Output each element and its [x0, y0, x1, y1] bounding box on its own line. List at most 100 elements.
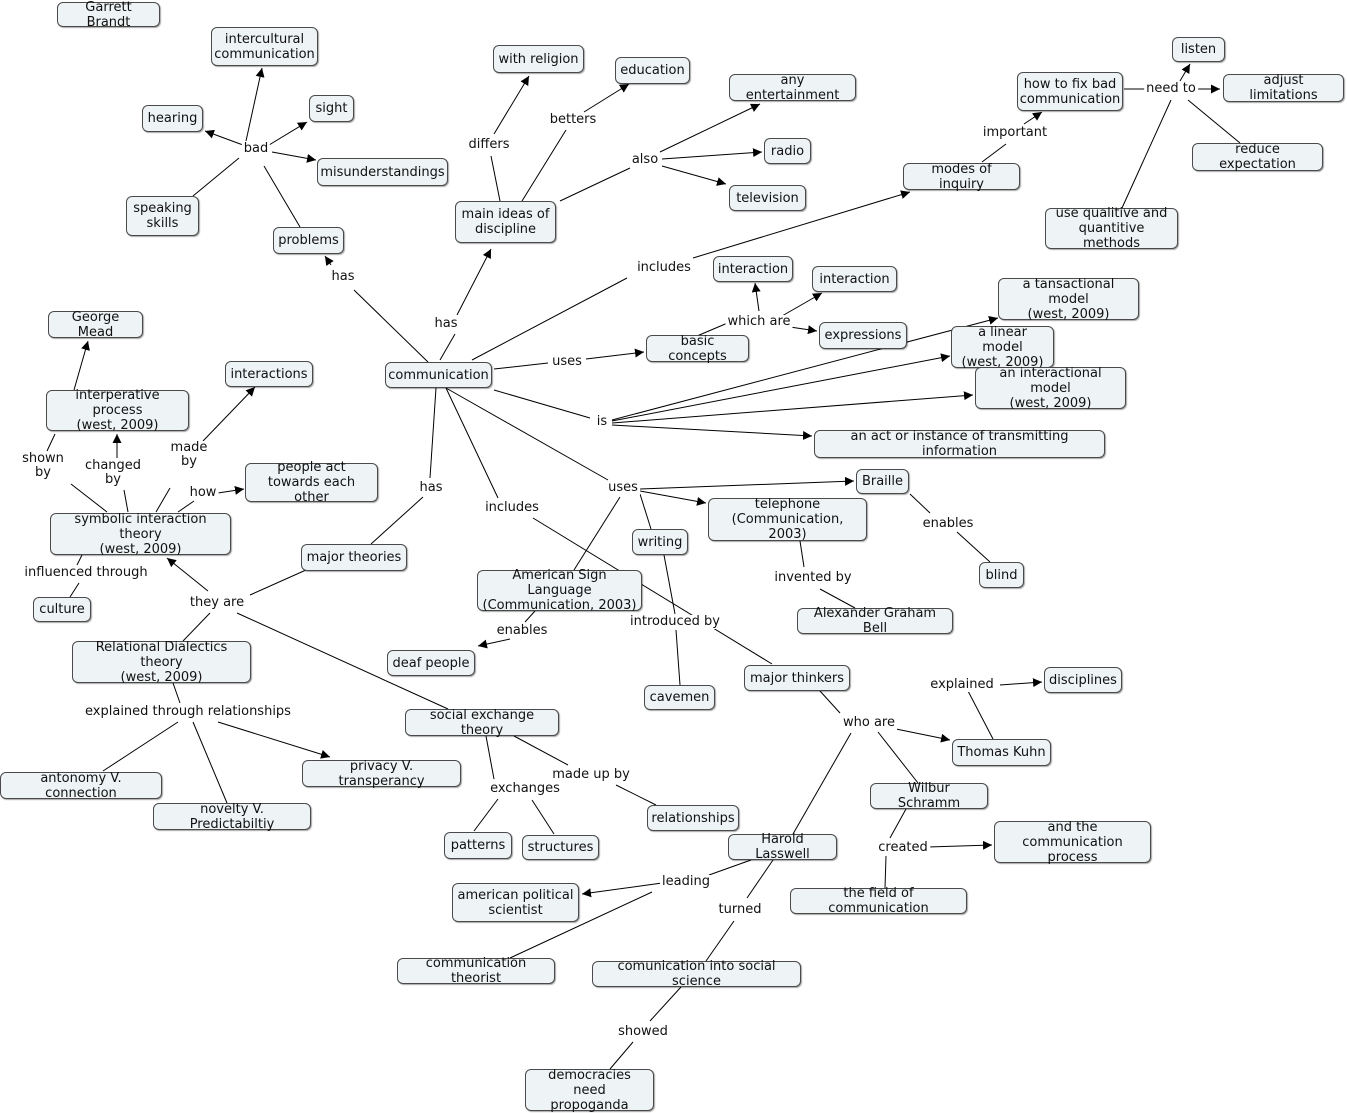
connector-line [967, 690, 994, 740]
node-george-mead[interactable]: George Mead [48, 310, 143, 340]
connector-line [884, 855, 887, 889]
node-field-of-communication[interactable]: the field of communication [790, 886, 967, 916]
node-expressions[interactable]: expressions [819, 322, 907, 349]
link-made-up-by: made up by [550, 767, 632, 782]
node-cavemen[interactable]: cavemen [644, 685, 715, 710]
node-blind[interactable]: blind [979, 562, 1024, 588]
connector-arrow [999, 678, 1043, 688]
node-american-political-scientist[interactable]: american political scientist [452, 883, 579, 922]
link-uses-tools: uses [606, 480, 640, 495]
node-interactional-model[interactable]: an interactional model (west, 2009) [975, 366, 1126, 411]
node-novelty-v-predictabiltiy[interactable]: novelty V. Predictabiltiy [153, 802, 311, 832]
connector-line [956, 531, 991, 563]
node-tansactional-model[interactable]: a tansactional model (west, 2009) [998, 277, 1139, 322]
node-radio[interactable]: radio [764, 138, 811, 164]
node-basic-concepts[interactable]: basic concepts [646, 334, 749, 364]
node-education[interactable]: education [615, 57, 690, 84]
node-disciplines[interactable]: disciplines [1044, 667, 1122, 693]
link-is: is [594, 414, 610, 429]
connector-line [877, 731, 919, 784]
node-misunderstandings[interactable]: misunderstandings [317, 158, 448, 186]
link-changed-by: changed by [82, 458, 144, 487]
node-communication-process[interactable]: and the communication process [994, 820, 1151, 865]
node-people-act[interactable]: people act towards each other [245, 460, 378, 505]
node-major-thinkers[interactable]: major thinkers [744, 665, 850, 691]
node-structures[interactable]: structures [522, 835, 599, 860]
node-main-ideas-of-discipline[interactable]: main ideas of discipline [455, 201, 556, 243]
node-garrett-brandt[interactable]: Garrett Brandt [57, 0, 160, 30]
connector-arrow [217, 485, 245, 495]
connector-line [353, 289, 429, 363]
connector-line [70, 483, 108, 513]
connector-line [889, 808, 907, 839]
connector-line [746, 859, 774, 899]
connector-line [513, 735, 569, 766]
node-linear-model[interactable]: a linear model (west, 2009) [951, 325, 1054, 370]
node-interaction-b[interactable]: interaction [812, 266, 897, 292]
node-speaking-skills[interactable]: speaking skills [126, 196, 199, 236]
connector-arrow [217, 721, 331, 759]
connector-line [708, 859, 752, 876]
node-relational-dialectics[interactable]: Relational Dialectics theory (west, 2009… [72, 640, 251, 685]
link-shown-by: shown by [20, 451, 66, 480]
node-use-qualitive-methods[interactable]: use qualitive and quantitive methods [1045, 206, 1178, 251]
connector-line [532, 517, 773, 665]
node-writing[interactable]: writing [632, 529, 688, 555]
node-intercultural-communication[interactable]: intercultural communication [211, 27, 318, 66]
connector-line [471, 277, 628, 361]
node-alexander-graham-bell[interactable]: Alexander Graham Bell [797, 606, 953, 636]
node-social-exchange-theory[interactable]: social exchange theory [405, 708, 559, 738]
connector-line [177, 500, 195, 513]
node-sight[interactable]: sight [309, 95, 354, 122]
connector-line [445, 387, 499, 499]
node-any-entertainment[interactable]: any entertainment [729, 73, 856, 103]
node-wilbur-schramm[interactable]: Wilbur Schramm [870, 781, 988, 811]
node-hearing[interactable]: hearing [142, 105, 203, 132]
connector-line [639, 493, 652, 530]
node-adjust-limitations[interactable]: adjust limitations [1223, 73, 1344, 103]
link-how: how [187, 485, 219, 500]
node-major-theories[interactable]: major theories [301, 544, 407, 571]
link-bad: bad [241, 141, 271, 156]
node-with-religion[interactable]: with religion [493, 45, 584, 73]
node-act-or-instance[interactable]: an act or instance of transmitting infor… [814, 429, 1105, 459]
node-culture[interactable]: culture [33, 597, 91, 622]
connector-arrow [585, 348, 645, 360]
node-telephone[interactable]: telephone (Communication, 2003) [708, 497, 867, 542]
node-how-to-fix-bad-communication[interactable]: how to fix bad communication [1017, 72, 1123, 111]
node-privacy-v-transperancy[interactable]: privacy V. transperancy [302, 759, 461, 789]
connector-arrow [1179, 63, 1191, 82]
node-antonomy-v-connection[interactable]: antonomy V. connection [0, 771, 162, 801]
node-interperative-process[interactable]: interperative process (west, 2009) [46, 388, 189, 433]
connector-line [531, 799, 555, 835]
node-interactions[interactable]: interactions [225, 361, 313, 387]
connector-line [46, 433, 56, 452]
connector-line [819, 588, 856, 609]
node-problems[interactable]: problems [273, 227, 344, 254]
node-listen[interactable]: listen [1172, 37, 1225, 62]
link-leading: leading [660, 874, 712, 889]
connector-arrow [611, 315, 999, 421]
node-braille[interactable]: Braille [856, 469, 909, 494]
node-deaf-people[interactable]: deaf people [387, 650, 475, 676]
node-harold-lasswell[interactable]: Harold Lasswell [728, 832, 837, 862]
connector-arrow [781, 292, 823, 317]
link-includes-thinkers: includes [483, 500, 541, 515]
link-need-to: need to [1144, 81, 1198, 96]
node-reduce-expectation[interactable]: reduce expectation [1192, 142, 1323, 172]
node-symbolic-interaction-theory[interactable]: symbolic interaction theory (west, 2009) [50, 512, 231, 557]
node-communication-theorist[interactable]: communication theorist [397, 956, 555, 986]
node-television[interactable]: television [729, 185, 806, 211]
node-interaction-a[interactable]: interaction [713, 256, 793, 282]
node-communication-into-social-science[interactable]: comunication into social science [592, 959, 801, 989]
node-patterns[interactable]: patterns [444, 832, 512, 859]
node-democracies-need-propoganda[interactable]: democracies need propoganda [525, 1068, 654, 1113]
node-thomas-kuhn[interactable]: Thomas Kuhn [952, 739, 1051, 766]
node-communication[interactable]: communication [385, 362, 492, 388]
node-relationships[interactable]: relationships [647, 805, 739, 831]
node-modes-of-inquiry[interactable]: modes of inquiry [903, 162, 1020, 192]
connector-line [573, 496, 621, 571]
node-american-sign-language[interactable]: American Sign Language (Communication, 2… [477, 568, 642, 613]
connector-arrow [661, 148, 763, 160]
